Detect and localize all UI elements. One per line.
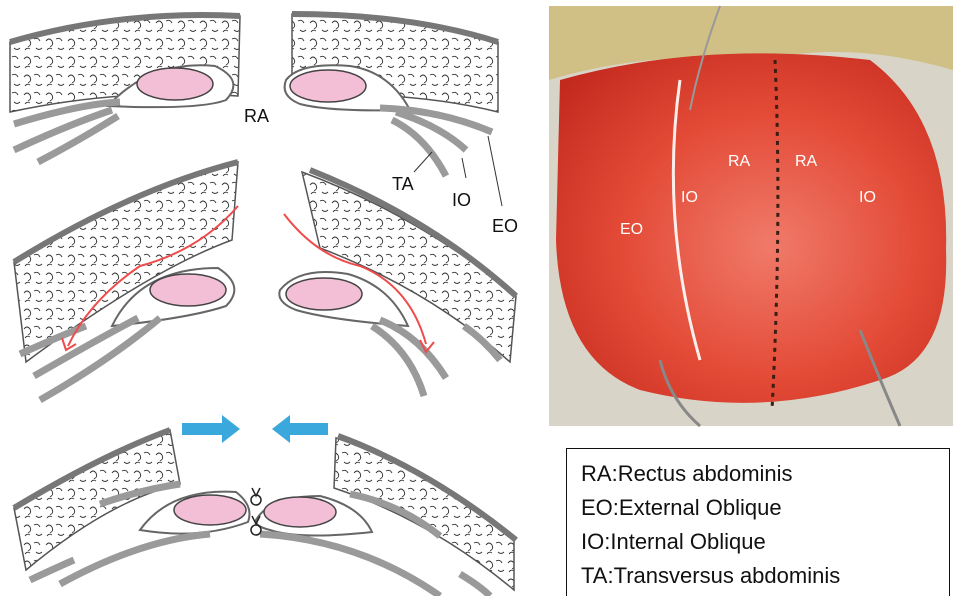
photo-label-ra-left: RA xyxy=(728,153,751,170)
label-ra: RA xyxy=(244,106,269,126)
legend-text: Internal Oblique xyxy=(610,529,765,554)
legend-row-ta: TA : Transversus abdominis xyxy=(581,559,949,593)
label-io: IO xyxy=(452,190,471,210)
label-eo: EO xyxy=(492,216,518,236)
photo-label-ra-right: RA xyxy=(795,153,818,170)
photo-label-io-left: IO xyxy=(681,189,698,206)
eo-layer-right-3 xyxy=(460,574,490,596)
io-layer-right-3 xyxy=(260,534,440,596)
legend-abbr: EO xyxy=(581,495,613,520)
approximation-arrow-left xyxy=(182,415,240,443)
legend-abbr: IO xyxy=(581,529,604,554)
rectus-muscle-right xyxy=(290,70,366,102)
fat-layer-left-3 xyxy=(14,430,180,570)
ta-layer-right-2 xyxy=(372,326,424,396)
legend-row-eo: EO: External Oblique xyxy=(581,491,949,525)
rectus-muscle-left-3 xyxy=(174,495,246,525)
leader-io xyxy=(462,158,466,178)
legend-row-io: IO : Internal Oblique xyxy=(581,525,949,559)
legend-abbr: TA xyxy=(581,563,607,588)
io-layer-left-3 xyxy=(60,534,210,584)
surgical-photo: RA RA IO IO EO xyxy=(549,6,953,426)
rectus-muscle-right-3 xyxy=(264,497,336,527)
panel-top: RA TA IO EO xyxy=(10,14,518,236)
legend-text: External Oblique xyxy=(619,495,782,520)
panel-middle xyxy=(14,162,516,400)
panel-bottom xyxy=(14,415,516,596)
legend-text: Transversus abdominis xyxy=(614,563,841,588)
rectus-muscle-left-2 xyxy=(150,274,226,306)
leader-eo xyxy=(488,136,502,206)
legend-abbr: RA xyxy=(581,461,612,486)
rectus-muscle-left xyxy=(137,68,213,100)
legend-row-ra: RA: Rectus abdominis xyxy=(581,457,949,491)
photo-label-eo: EO xyxy=(620,221,643,238)
legend-box: RA: Rectus abdominis EO: External Obliqu… xyxy=(566,448,950,596)
approximation-arrow-right xyxy=(272,415,328,443)
photo-label-io-right: IO xyxy=(859,189,876,206)
label-ta: TA xyxy=(392,174,414,194)
leader-ta xyxy=(414,152,432,172)
fat-layer-left-2 xyxy=(14,162,238,362)
legend-text: Rectus abdominis xyxy=(618,461,793,486)
rectus-muscle-right-2 xyxy=(286,278,362,310)
suture-marks xyxy=(251,488,261,535)
